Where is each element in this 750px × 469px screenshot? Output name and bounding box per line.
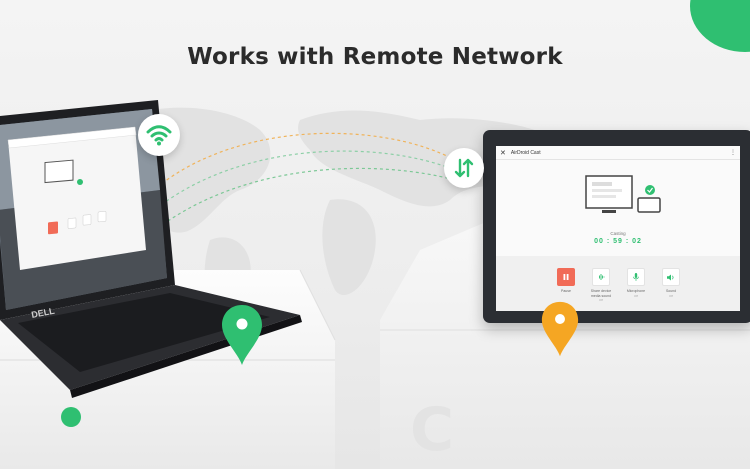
close-icon[interactable]: ✕ xyxy=(500,149,506,157)
svg-text:C: C xyxy=(410,395,454,465)
sound-wave-icon[interactable] xyxy=(592,268,610,286)
control-sub: Off xyxy=(599,298,603,303)
pause-icon[interactable] xyxy=(557,268,575,286)
casting-timer: 00 : 59 : 02 xyxy=(594,238,642,245)
tablet-app-bar: ✕ AirDroid Cast ⋮ xyxy=(496,146,740,160)
map-pin-orange-icon xyxy=(541,301,579,357)
more-menu-icon[interactable]: ⋮ xyxy=(730,150,736,156)
microphone-icon[interactable] xyxy=(627,268,645,286)
control-label: Microphone xyxy=(626,289,646,293)
laptop: DELL xyxy=(0,100,302,398)
transfer-bubble xyxy=(444,148,484,188)
control-label: Sound xyxy=(665,289,677,293)
tablet-device: ✕ AirDroid Cast ⋮ Casting 00 : 59 : 02 xyxy=(483,130,750,323)
control-bar: Pause Share device media sound Off Micro… xyxy=(496,256,740,311)
control-sub: Off xyxy=(669,293,673,298)
control-label: Share device media sound xyxy=(590,289,612,298)
control-label: Pause xyxy=(561,289,571,293)
control-sub: Off xyxy=(634,293,638,298)
wifi-bubble xyxy=(138,114,180,156)
share-sound-control[interactable]: Share device media sound Off xyxy=(586,268,616,302)
casting-status: Casting xyxy=(610,231,626,236)
tablet-screen: ✕ AirDroid Cast ⋮ Casting 00 : 59 : 02 xyxy=(496,146,740,311)
microphone-control[interactable]: Microphone Off xyxy=(621,268,651,298)
tablet-app-title: AirDroid Cast xyxy=(510,149,541,156)
cast-illustration xyxy=(585,175,661,213)
page-title: Works with Remote Network xyxy=(187,44,563,70)
laptop-brand-logo: DELL xyxy=(30,306,55,320)
sound-control[interactable]: Sound Off xyxy=(656,268,686,298)
pause-control[interactable]: Pause xyxy=(551,268,581,294)
transfer-arrows-icon xyxy=(454,158,474,178)
speaker-icon[interactable] xyxy=(662,268,680,286)
map-pin-green-icon xyxy=(222,305,262,365)
wifi-icon xyxy=(146,125,172,146)
decorative-dot xyxy=(61,407,81,427)
